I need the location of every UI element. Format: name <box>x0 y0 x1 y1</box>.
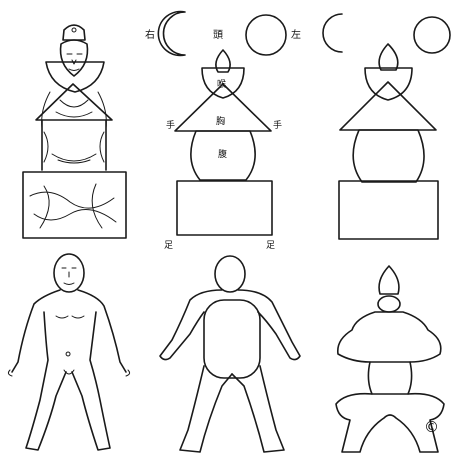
label-chest: 胸 <box>216 115 225 127</box>
left-shoulder-arm <box>160 290 222 360</box>
right-shoulder-arm <box>238 290 300 360</box>
right-arm <box>78 290 126 372</box>
sun-circle <box>246 15 286 55</box>
chest-folds <box>56 100 92 117</box>
panel-standing-figure <box>8 254 129 450</box>
half-moon-overlay <box>46 62 104 92</box>
label-hand-left: 手 <box>166 119 175 131</box>
shoulders <box>42 92 107 128</box>
belly-sphere <box>368 362 411 394</box>
base-square <box>177 181 272 235</box>
panel-labeled-stupa: 右 頭 左 喉 胸 手 手 腹 足 足 <box>145 12 301 252</box>
head <box>215 256 245 292</box>
base-square <box>339 181 438 239</box>
sun-circle <box>414 17 450 53</box>
jewel-head <box>379 266 399 294</box>
panel-plain-stupa <box>323 14 450 239</box>
hands <box>8 370 129 376</box>
triangle-overlay <box>36 84 112 120</box>
crescent-moon <box>158 12 185 56</box>
jewel-top <box>379 44 398 70</box>
panel-seated-figure <box>23 25 126 238</box>
left-leg <box>180 366 232 452</box>
left-arm <box>12 290 60 372</box>
triangle-roof <box>340 82 436 130</box>
torso <box>204 300 260 378</box>
torso-details <box>56 316 84 374</box>
copyright-mark: © <box>424 418 439 436</box>
left-body-leg <box>26 312 66 450</box>
crown-dot <box>72 28 76 32</box>
label-foot-left: 足 <box>164 240 173 251</box>
neck-bowl <box>378 296 400 312</box>
label-hand-right: 手 <box>273 119 282 131</box>
right-leg <box>232 366 284 452</box>
label-foot-right: 足 <box>266 240 275 251</box>
arms <box>44 132 104 162</box>
label-left: 左 <box>291 28 301 41</box>
sphere <box>353 130 424 182</box>
crescent-moon <box>323 14 342 52</box>
face-features <box>62 268 76 285</box>
hands-folded <box>52 154 96 163</box>
half-moon-bowl <box>365 68 412 100</box>
right-body-leg <box>72 312 110 450</box>
panel-stupa-figure: © <box>336 266 444 452</box>
crossed-legs <box>30 184 116 228</box>
shoulder-roof <box>338 312 441 362</box>
label-belly: 腹 <box>218 148 227 160</box>
label-head: 頭 <box>213 29 223 41</box>
panel-outline-figure <box>160 256 300 452</box>
label-right: 右 <box>145 28 155 41</box>
